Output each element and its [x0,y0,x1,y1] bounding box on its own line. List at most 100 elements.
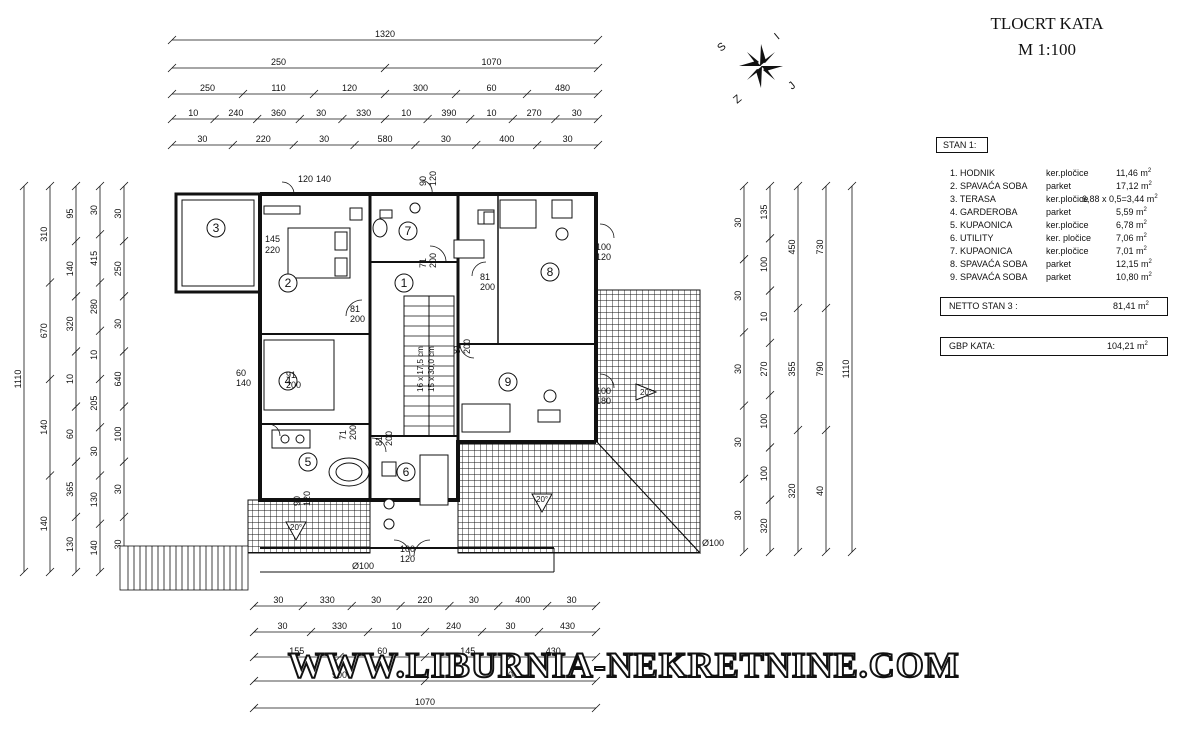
legend-finish: parket [1046,259,1072,269]
dimension-label: 300 [413,83,428,93]
dimension-label: 900 [332,670,347,680]
compass-label: J [786,80,798,93]
dimension-label: 110 [271,83,285,93]
roof-slope-label: 20° [290,523,302,532]
dimension-label: 730 [815,239,825,254]
dimension-label: 60 [377,646,387,656]
gbp-area-box: GBP KATA: 104,21 m2 [940,337,1168,356]
dimension-label: 330 [332,621,347,631]
dimension-label: 640 [113,371,123,386]
legend-finish: ker. pločice [1046,233,1092,243]
dimension-label: 60 [65,429,75,439]
room-number: 1 [401,276,408,290]
legend-room-name: 9. SPAVAĆA SOBA [950,272,1028,282]
dimension-label: 10 [188,108,198,118]
dimension-label: 135 [759,205,769,220]
opening-dimension: 200 [480,282,495,292]
gbp-label: GBP KATA: [949,341,996,351]
dimension-label: 670 [39,323,49,338]
legend-area: 6,78 m2 [1116,220,1147,230]
dimension-label: 205 [89,396,99,411]
dimension-label: 30 [113,539,123,549]
building-walls [174,192,598,573]
opening-dimension: 145 [265,234,280,244]
roof-slope-markers: 20° 20° 20° [285,383,658,542]
compass-label: I [772,31,782,42]
dimension-label: 40 [815,486,825,496]
legend-area: 10,80 m2 [1116,272,1152,282]
dimension-label: 320 [787,483,797,498]
dimension-label: 10 [759,312,769,322]
room-number: 5 [305,455,312,469]
dimension-label: 400 [499,134,514,144]
legend-room-name: 2. SPAVAĆA SOBA [950,181,1028,191]
dimension-label: 120 [342,83,357,93]
opening-dimension: 140 [236,378,251,388]
compass-rose-icon: S I J Z [715,31,798,106]
legend-area: 12,15 m2 [1116,259,1152,269]
dimension-label: 580 [377,134,392,144]
dimension-label: 450 [787,239,797,254]
opening-dimension: 200 [384,431,394,446]
opening-dimension: 200 [428,253,438,268]
dimension-label: 100 [759,466,769,481]
legend-room-name: 5. KUPAONICA [950,220,1013,230]
stair-riser-label: 16 x 17,5 cm [416,346,425,392]
dimension-label: 280 [89,299,99,314]
opening-dimension: 81 [480,272,490,282]
legend-room-name: 6. UTILITY [950,233,994,243]
dimension-label: 250 [271,57,286,67]
room-number: 4 [285,374,292,388]
dimension-label: 140 [39,420,49,435]
dimension-label: 240 [446,621,461,631]
dimension-label: 30 [89,446,99,456]
dimension-label: 390 [441,108,456,118]
external-stairs [119,545,249,591]
opening-dimension: 120 [298,174,313,184]
dimension-label: 100 [759,414,769,429]
dimension-label: 270 [759,361,769,376]
dimension-label: 30 [733,291,743,301]
drawing-scale: M 1:100 [1017,40,1077,59]
dimension-label: 30 [113,319,123,329]
opening-dimension: 91 [286,370,296,380]
opening-dimension: 220 [265,245,280,255]
dimension-label: 30 [733,364,743,374]
gbp-value: 104,21 m2 [1107,341,1148,351]
legend-finish: parket [1046,207,1072,217]
dimension-label: 100 [759,257,769,272]
dimension-label: 1070 [481,57,501,67]
dimension-label: 270 [527,108,542,118]
opening-dimension: 100 [400,544,415,554]
dimension-label: 1110 [841,360,851,379]
dimension-label: 30 [563,134,573,144]
opening-dimension: 71 [418,258,428,268]
dimension-label: 30 [113,484,123,494]
dimension-label: 10 [401,108,411,118]
dimension-label: 140 [89,540,99,555]
dimension-label: 360 [271,108,286,118]
opening-dimension: 100 [596,386,611,396]
room-number-marker: 5 [298,452,318,472]
dimension-label: 250 [200,83,215,93]
opening-dimension: 90 [292,496,302,506]
dimension-label: 10 [65,374,75,384]
opening-dimension: 120 [302,491,312,506]
room-number-marker: 9 [498,372,518,392]
dimension-label: 365 [65,482,75,497]
room-number: 3 [213,221,220,235]
dimension-label: 1320 [375,29,395,39]
legend-room-name: 8. SPAVAĆA SOBA [950,259,1028,269]
dimension-label: 355 [787,361,797,376]
room-number: 2 [285,276,292,290]
dimension-label: 140 [65,261,75,276]
drain-diameter: Ø100 [352,561,374,571]
drain-diameter: Ø100 [702,538,724,548]
legend-finish: ker.pločice [1046,246,1089,256]
legend-finish: ker.pločice [1046,194,1089,204]
legend-header-box: STAN 1: [936,137,988,153]
room-number-marker: 6 [396,462,416,482]
drawing-title: TLOCRT KATA [990,14,1104,33]
opening-dimension: 100 [596,242,611,252]
dimension-label: 30 [733,218,743,228]
